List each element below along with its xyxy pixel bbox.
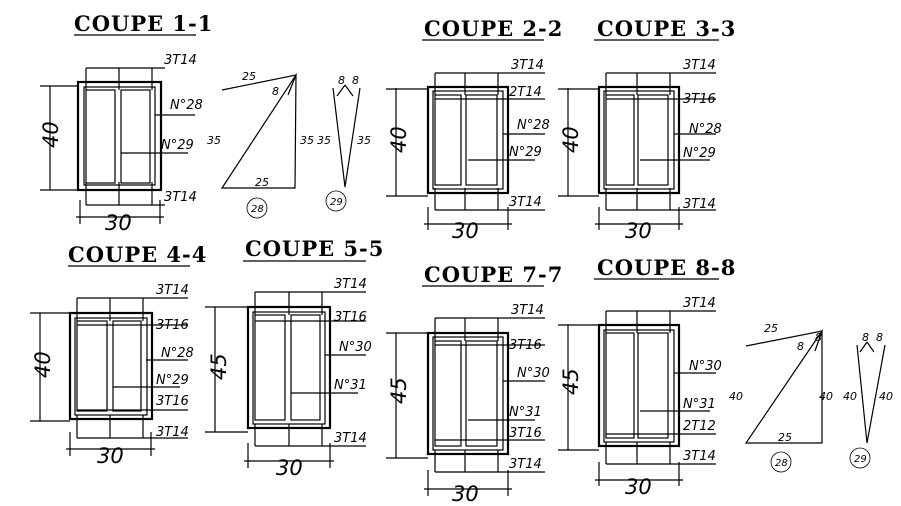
bar-label: 3T14 (511, 303, 544, 318)
bar-label: 3T14 (156, 425, 189, 440)
stirrup-label: N°31 (683, 397, 716, 412)
shape-dimension: 8 (876, 331, 883, 344)
shape-dimension: 40 (879, 390, 893, 403)
width-dimension: 30 (452, 482, 479, 506)
section-title: COUPE 7-7 (424, 262, 563, 287)
bar-label: 3T14 (509, 195, 542, 210)
height-dimension: 45 (559, 368, 583, 395)
width-dimension: 30 (625, 219, 652, 243)
section-7-7: COUPE 7-7 3T14 3T16 N°30 N°31 3T16 3T14 … (386, 262, 563, 506)
section-8-8: COUPE 8-8 3T14 N°30 N°31 2T12 3T14 45 30 (558, 255, 736, 499)
shape-dimension: 40 (729, 390, 743, 403)
bar-label: 3T14 (164, 190, 197, 205)
section-4-4: COUPE 4-4 3T14 3T16 N°28 N°29 3T16 3T14 … (30, 242, 207, 468)
section-title: COUPE 5-5 (245, 236, 384, 261)
stirrup-label: N°29 (683, 146, 716, 161)
bar-label: 3T14 (683, 58, 716, 73)
section-5-5: COUPE 5-5 3T14 3T16 N°30 N°31 3T14 45 30 (205, 236, 384, 480)
shape-number: 28 (251, 204, 264, 215)
height-dimension: 40 (559, 126, 583, 153)
stirrup-label: N°29 (509, 145, 542, 160)
shape-number-circle (849, 447, 871, 469)
bar-label: 3T14 (683, 296, 716, 311)
beam-outline (76, 80, 163, 192)
stirrup-label: N°28 (517, 118, 550, 133)
section-title: COUPE 2-2 (424, 16, 563, 41)
bar-label: 3T14 (683, 197, 716, 212)
bar-shape-28-bottom: 25 8 8 40 40 25 28 (729, 322, 833, 473)
shape-dimension: 25 (778, 431, 792, 444)
bar-label: 3T14 (156, 283, 189, 298)
section-title: COUPE 3-3 (597, 16, 736, 41)
shape-dimension: 8 (862, 331, 869, 344)
bar-label: 3T14 (509, 457, 542, 472)
stirrup-label: N°30 (339, 340, 372, 355)
bar-label: 3T16 (683, 92, 716, 107)
stirrup-label: N°28 (170, 98, 203, 113)
shape-number: 29 (330, 197, 343, 208)
stirrup-label: N°28 (689, 122, 722, 137)
height-dimension: 40 (387, 126, 411, 153)
width-dimension: 30 (97, 444, 124, 468)
bar-shape-28-top: 25 8 35 35 25 28 (207, 70, 314, 219)
shape-dimension: 25 (764, 322, 778, 335)
height-dimension: 40 (39, 121, 63, 148)
width-dimension: 30 (452, 219, 479, 243)
stirrup-label: N°30 (517, 366, 550, 381)
shape-dimension: 25 (242, 70, 256, 83)
bar-label: 3T14 (334, 277, 367, 292)
width-dimension: 30 (276, 456, 303, 480)
section-title: COUPE 4-4 (68, 242, 207, 267)
section-title: COUPE 8-8 (597, 255, 736, 280)
bar-label: 3T16 (156, 394, 189, 409)
bar-label: 3T16 (509, 338, 542, 353)
bar-shape-29-top: 8 8 35 35 29 (317, 74, 371, 212)
bar-label: 2T14 (509, 85, 542, 100)
stirrup-label: N°29 (156, 373, 189, 388)
bar-label: 3T14 (511, 58, 544, 73)
section-title: COUPE 1-1 (74, 11, 213, 36)
bar-label: 3T14 (164, 53, 197, 68)
shape-dimension: 8 (352, 74, 359, 87)
height-dimension: 40 (31, 351, 55, 378)
bar-label: 2T12 (683, 419, 716, 434)
shape-dimension: 40 (819, 390, 833, 403)
bar-label: 3T16 (156, 318, 189, 333)
shape-number: 28 (775, 458, 788, 469)
section-3-3: COUPE 3-3 3T14 3T16 N°28 N°29 3T14 40 30 (558, 16, 736, 243)
width-dimension: 30 (105, 211, 132, 235)
shape-dimension: 35 (207, 134, 221, 147)
bar-label: 3T16 (509, 426, 542, 441)
shape-dimension: 35 (300, 134, 314, 147)
shape-number-circle (325, 190, 347, 212)
shape-dimension: 8 (338, 74, 345, 87)
height-dimension: 45 (207, 353, 231, 380)
stirrup-label: N°31 (334, 378, 367, 393)
shape-number-circle (770, 451, 792, 473)
shape-dimension: 35 (357, 134, 371, 147)
shape-number-circle (246, 197, 268, 219)
shape-dimension: 25 (255, 176, 269, 189)
height-dimension: 45 (387, 377, 411, 404)
stirrup-label: N°31 (509, 405, 542, 420)
shape-dimension: 40 (843, 390, 857, 403)
section-1-1: COUPE 1-1 3T14 N°28 N°29 3T14 40 30 (39, 11, 213, 235)
bar-shape-29-bottom: 8 8 40 40 29 (843, 331, 893, 469)
width-dimension: 30 (625, 475, 652, 499)
shape-dimension: 8 (272, 85, 279, 98)
stirrup-label: N°29 (161, 138, 194, 153)
stirrup-label: N°28 (161, 346, 194, 361)
stirrup-label: N°30 (689, 359, 722, 374)
section-2-2: COUPE 2-2 3T14 2T14 N°28 N°29 3T14 40 30 (386, 16, 563, 243)
shape-number: 29 (854, 454, 867, 465)
shape-dimension: 8 (797, 340, 804, 353)
bar-label: 3T14 (334, 431, 367, 446)
bar-label: 3T16 (334, 310, 367, 325)
shape-dimension: 8 (815, 331, 822, 344)
shape-dimension: 35 (317, 134, 331, 147)
bar-label: 3T14 (683, 449, 716, 464)
